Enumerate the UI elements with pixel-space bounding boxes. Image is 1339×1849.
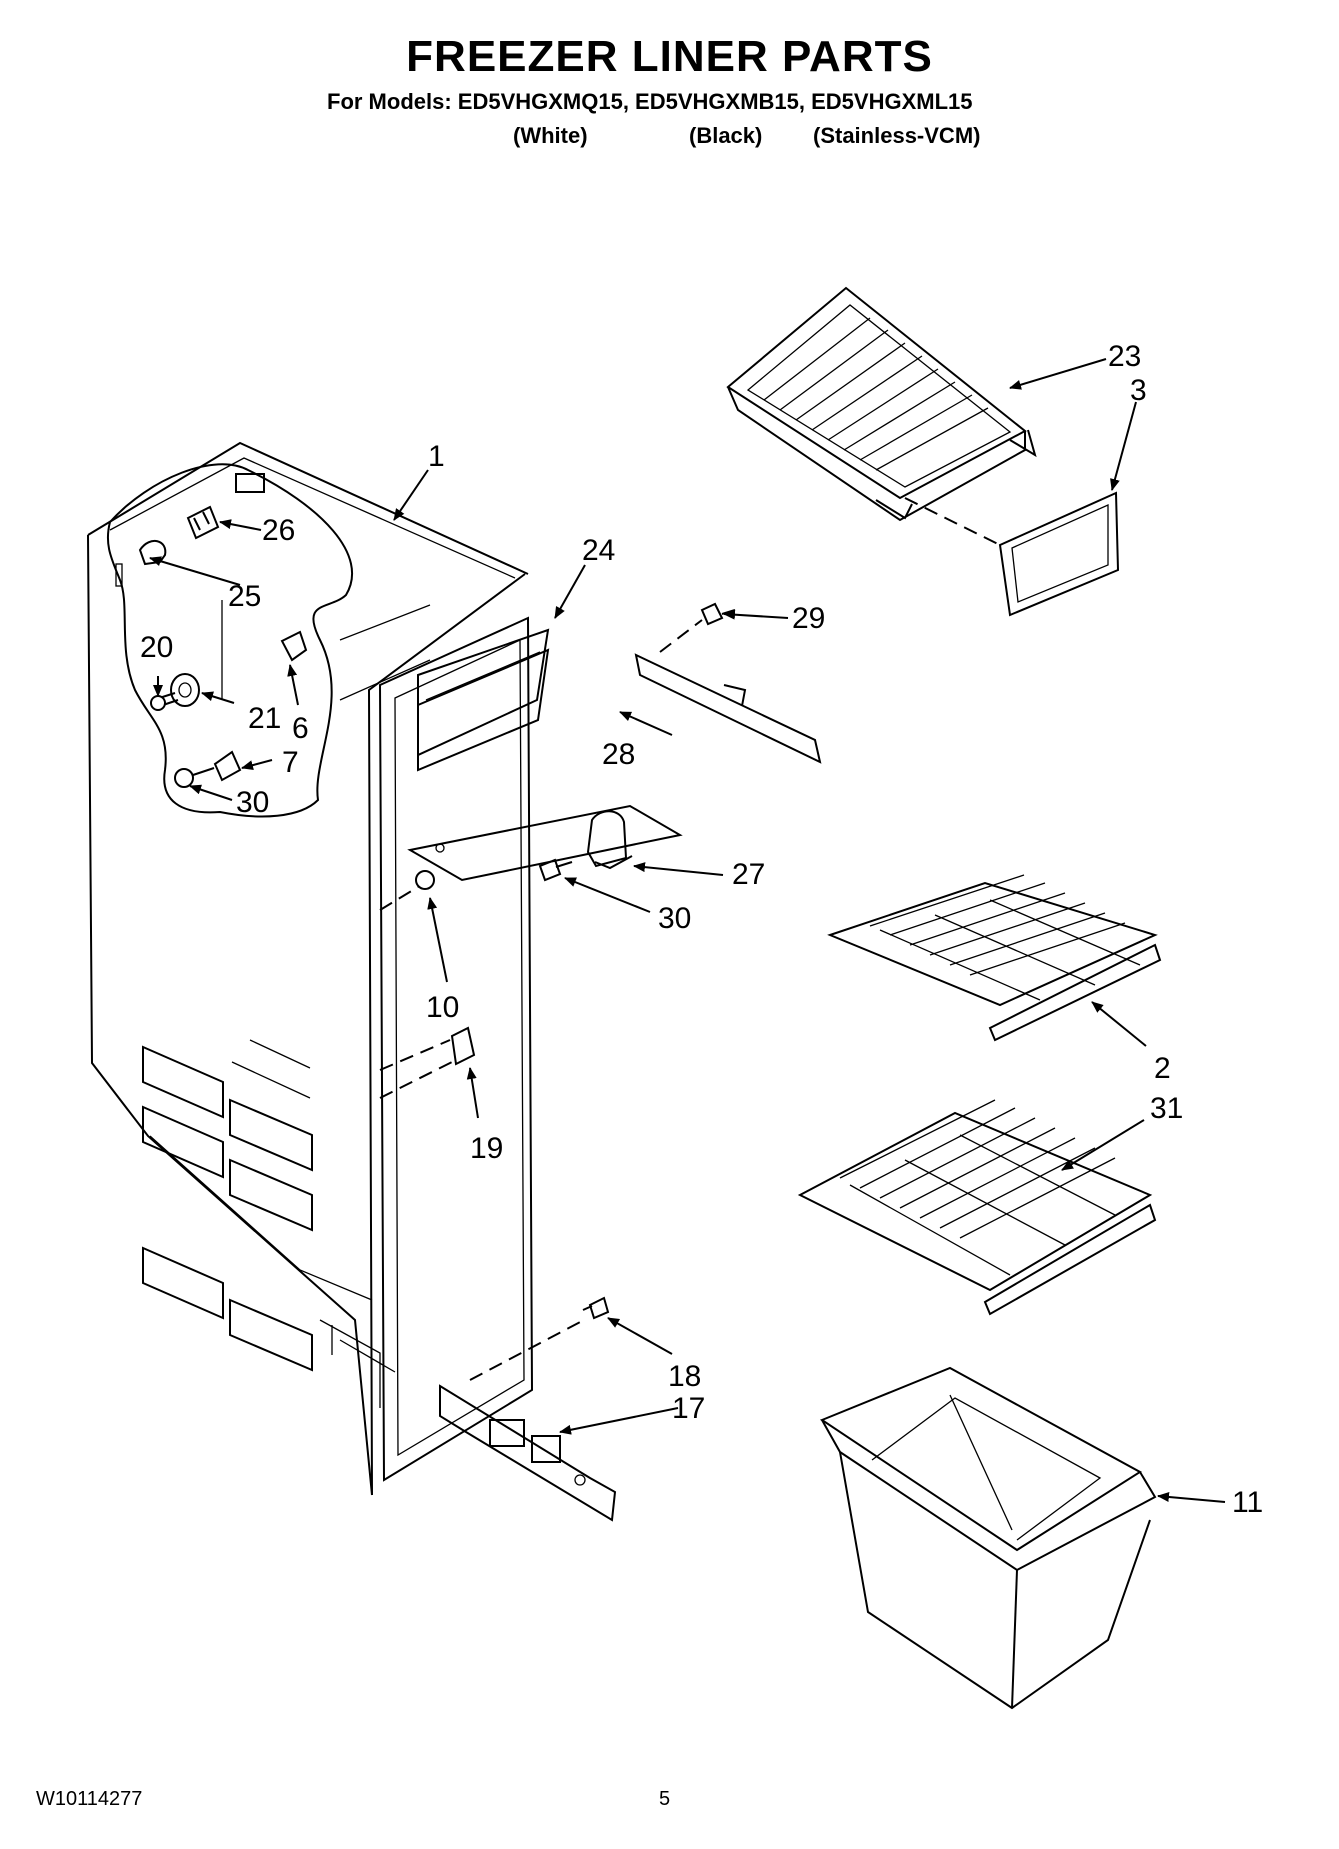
variant-stainless: (Stainless-VCM) (813, 123, 981, 148)
wire-shelf-part-2 (827, 874, 1162, 1042)
callout-29: 29 (792, 602, 825, 635)
document-number: W10114277 (36, 1788, 143, 1810)
shelf-frame-part-23 (726, 286, 1037, 546)
callout-28: 28 (602, 738, 635, 771)
callout-11: 11 (1232, 1486, 1263, 1519)
callout-20: 20 (140, 631, 173, 664)
shelf-trim-part-3 (998, 491, 1120, 617)
callout-1: 1 (428, 440, 445, 473)
page-number: 5 (659, 1788, 671, 1810)
callout-23: 23 (1108, 340, 1141, 373)
callout-24: 24 (582, 534, 615, 567)
freezer-bin-part-11 (819, 1366, 1157, 1710)
callout-21: 21 (248, 702, 281, 735)
callout-27: 27 (732, 858, 765, 891)
liner-front-parts (379, 602, 822, 1522)
callout-19: 19 (470, 1132, 503, 1165)
callout-7: 7 (282, 746, 299, 779)
callout-2: 2 (1154, 1052, 1171, 1085)
models-line: For Models: ED5VHGXMQ15, ED5VHGXMB15, ED… (327, 89, 973, 114)
variant-white: (White) (513, 123, 588, 148)
callout-17: 17 (672, 1392, 705, 1425)
callout-30-upper: 30 (236, 786, 269, 819)
callout-30-lower: 30 (658, 902, 691, 935)
callout-labels: 1 2 3 6 7 10 11 17 18 19 20 21 23 24 25 … (140, 340, 1263, 1519)
callout-3: 3 (1130, 374, 1147, 407)
callout-6: 6 (292, 712, 309, 745)
callout-26: 26 (262, 514, 295, 547)
callout-31: 31 (1150, 1092, 1183, 1125)
page-title: FREEZER LINER PARTS (406, 32, 933, 81)
wire-shelf-part-31 (797, 1099, 1157, 1316)
callout-25: 25 (228, 580, 261, 613)
callout-10: 10 (426, 991, 459, 1024)
callout-18: 18 (668, 1360, 701, 1393)
freezer-liner-cabinet (87, 441, 550, 1496)
variant-black: (Black) (689, 123, 763, 148)
leader-arrows (149, 358, 1226, 1503)
